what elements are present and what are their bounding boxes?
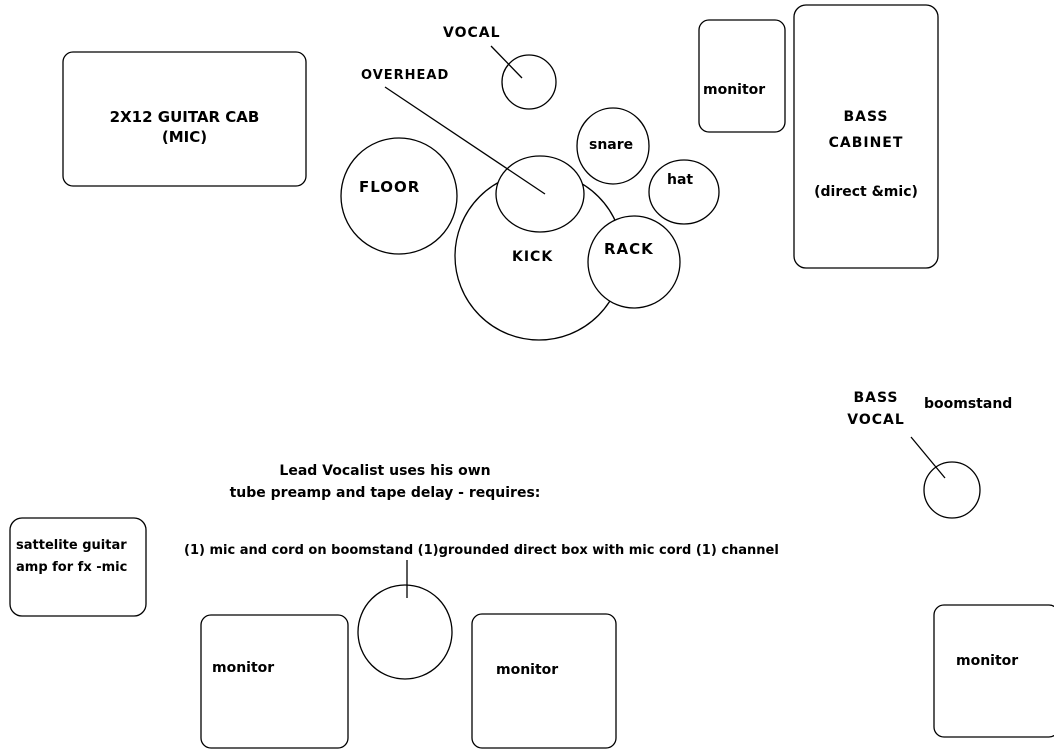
overhead-circle	[495, 155, 585, 233]
kick-drum-label: KICK	[512, 249, 554, 265]
satellite-amp-label-line2: amp for fx -mic	[16, 560, 128, 575]
bass-cabinet-label-top: BASS CABINET	[794, 104, 938, 156]
satellite-amp-box	[9, 517, 147, 617]
boomstand-label: boomstand	[924, 396, 1013, 412]
vocal-mic-circle	[501, 54, 557, 110]
snare-circle	[576, 107, 650, 185]
bass-vocal-mic-circle	[923, 461, 981, 519]
monitor-bottom-right-box	[933, 604, 1054, 738]
guitar-cab-label-line1: 2X12 GUITAR CAB	[109, 108, 260, 126]
guitar-cab-label-line2: (MIC)	[161, 128, 208, 146]
monitor-bottom-left-box	[200, 614, 349, 749]
guitar-cab-label: 2X12 GUITAR CAB (MIC)	[63, 107, 306, 147]
bass-cabinet-label-line3: (direct &mic)	[814, 184, 918, 200]
monitor-top-box	[698, 19, 786, 133]
lead-vocalist-note-line2: tube preamp and tape delay - requires:	[229, 485, 541, 501]
monitor-bottom-center-box	[471, 613, 617, 749]
lead-vocal-mic-circle	[357, 584, 453, 680]
bass-vocal-label-line1: BASS	[853, 390, 899, 406]
floor-tom-label: FLOOR	[359, 178, 421, 196]
guitar-cab-box	[62, 51, 307, 187]
overhead-leader	[384, 86, 546, 195]
monitor-bottom-center-label: monitor	[496, 662, 559, 678]
bass-vocal-leader	[910, 436, 946, 479]
hi-hat-circle	[648, 159, 720, 225]
lead-vocalist-requirements: (1) mic and cord on boomstand (1)grounde…	[184, 543, 779, 558]
monitor-bottom-left-label: monitor	[212, 660, 275, 676]
hi-hat-label: hat	[667, 172, 694, 188]
satellite-amp-label: sattelite guitar amp for fx -mic	[16, 535, 127, 579]
bass-cabinet-label-line2: CABINET	[828, 135, 904, 151]
bass-cabinet-box	[793, 4, 939, 269]
bass-cabinet-label-line1: BASS	[843, 109, 889, 125]
lead-vocalist-note-line1: Lead Vocalist uses his own	[279, 463, 491, 479]
overhead-label: OVERHEAD	[361, 68, 450, 83]
bass-vocal-label: BASS VOCAL	[838, 387, 914, 431]
vocal-mic-leader	[490, 45, 523, 79]
floor-tom-circle	[340, 137, 458, 255]
bass-vocal-label-line2: VOCAL	[847, 412, 905, 428]
monitor-bottom-right-label: monitor	[956, 653, 1019, 669]
monitor-top-label: monitor	[703, 82, 766, 98]
vocal-label: VOCAL	[443, 25, 501, 41]
rack-tom-circle	[587, 215, 681, 309]
snare-label: snare	[589, 137, 634, 153]
satellite-amp-label-line1: sattelite guitar	[16, 538, 127, 553]
rack-tom-label: RACK	[604, 240, 654, 258]
lead-vocalist-note: Lead Vocalist uses his own tube preamp a…	[150, 460, 620, 504]
